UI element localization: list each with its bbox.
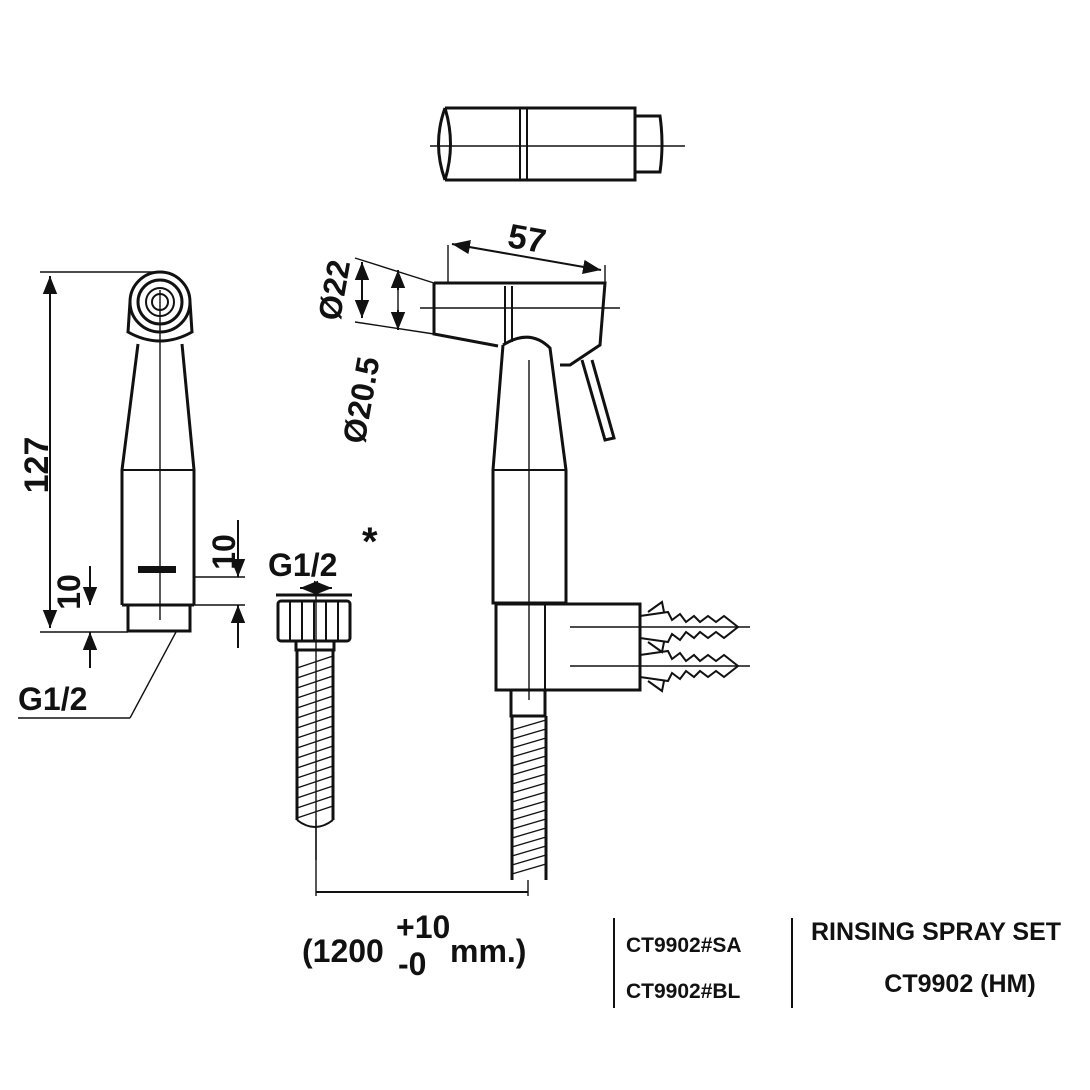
dim-hose-length: (1200 <box>302 933 384 969</box>
model-code-sa: CT9902#SA <box>626 934 742 957</box>
title-block <box>613 918 793 1008</box>
asterisk-note: * <box>362 520 378 564</box>
spray-head-top-view <box>430 106 685 182</box>
hose-assembly <box>276 580 529 896</box>
side-view <box>18 270 246 719</box>
dim-side-10-left: 10 <box>51 574 87 610</box>
dim-diameter-20-5: Ø20.5 <box>336 354 387 446</box>
product-name: RINSING SPRAY SET <box>811 918 1061 946</box>
product-model: CT9902 (HM) <box>884 970 1035 998</box>
hose-tolerance-minus: -0 <box>398 946 426 982</box>
dim-side-10-right: 10 <box>206 534 242 570</box>
dim-thread-hose: G1/2 <box>268 547 337 583</box>
dim-diameter-22: Ø22 <box>311 257 357 323</box>
spray-gun-front-view <box>354 240 750 880</box>
hose-tolerance-plus: +10 <box>396 909 450 945</box>
hose-length-base: (1200 <box>302 933 384 969</box>
dim-height-127: 127 <box>18 437 56 494</box>
dim-thread-side: G1/2 <box>18 681 87 717</box>
model-code-bl: CT9902#BL <box>626 980 741 1003</box>
hose-length-unit: mm.) <box>450 933 526 969</box>
dim-length-57: 57 <box>505 217 549 261</box>
